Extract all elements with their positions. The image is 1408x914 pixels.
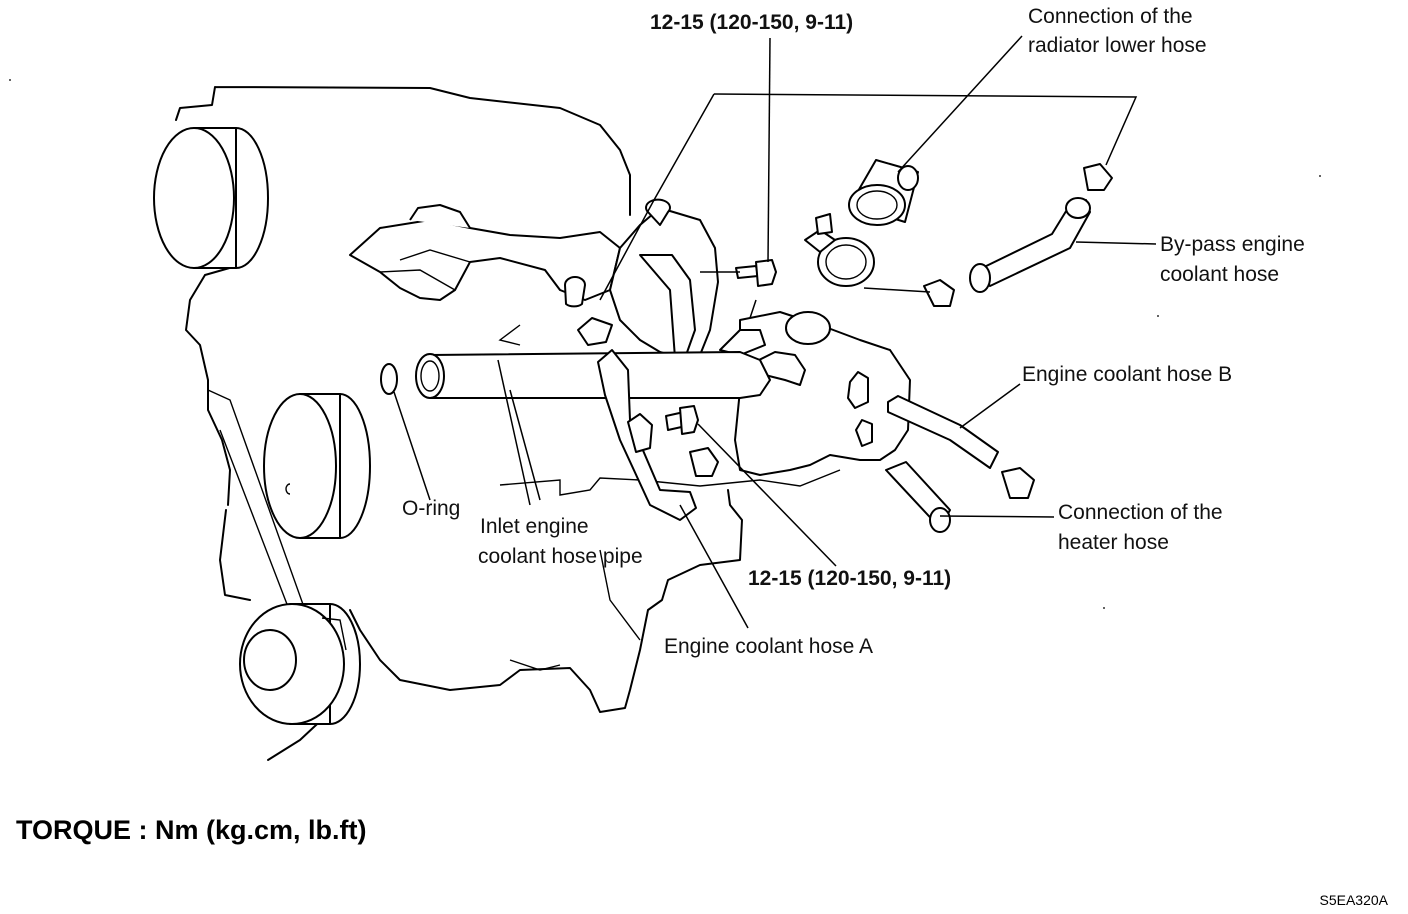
torque-label-top: 12-15 (120-150, 9-11)	[650, 11, 854, 34]
figure-code: S5EA320A	[1319, 892, 1389, 908]
coolant-hose-a-label: Engine coolant hose A	[664, 635, 873, 658]
radiator-hose-graphic	[848, 159, 919, 226]
o-ring-graphic	[380, 363, 398, 395]
inlet-pipe-graphic	[380, 351, 771, 399]
engine-block	[175, 86, 841, 761]
heater-hose-label-line2: heater hose	[1058, 531, 1169, 554]
thermostat-housing	[609, 198, 719, 359]
bolt-top	[735, 259, 777, 287]
scan-specks	[9, 79, 1321, 609]
inlet-pipe-label-line1: Inlet engine	[480, 515, 589, 538]
heater-hose-graphic	[885, 461, 951, 533]
o-ring-label: O-ring	[402, 497, 461, 520]
hose-a-graphic	[577, 317, 697, 521]
heater-hose-label-line1: Connection of the	[1058, 501, 1223, 524]
intake-manifold	[349, 204, 621, 308]
idler-pulley-middle	[263, 393, 371, 539]
coolant-hose-b-label: Engine coolant hose B	[1022, 363, 1233, 386]
leader-lines	[393, 35, 1157, 629]
hose-clamp-large	[804, 213, 875, 287]
torque-label-bottom: 12-15 (120-150, 9-11)	[748, 567, 952, 590]
radiator-lower-hose-label-line2: radiator lower hose	[1028, 34, 1207, 57]
hose-b-graphic	[887, 395, 999, 469]
hose-clamp-small	[689, 163, 1113, 499]
bypass-hose-label-line1: By-pass engine	[1160, 233, 1305, 256]
water-outlet-body	[719, 311, 911, 476]
crank-pulley-top	[153, 127, 269, 269]
crank-pulley-bottom	[239, 603, 361, 725]
torque-unit-legend: TORQUE : Nm (kg.cm, lb.ft)	[16, 815, 367, 845]
bypass-hose-graphic	[969, 197, 1091, 293]
inlet-pipe-label-line2: coolant hose pipe	[478, 545, 643, 568]
bolt-bottom	[665, 405, 699, 435]
bypass-hose-label-line2: coolant hose	[1160, 263, 1280, 286]
radiator-lower-hose-label-line1: Connection of the	[1028, 5, 1193, 28]
assembly-lines	[599, 93, 1138, 319]
